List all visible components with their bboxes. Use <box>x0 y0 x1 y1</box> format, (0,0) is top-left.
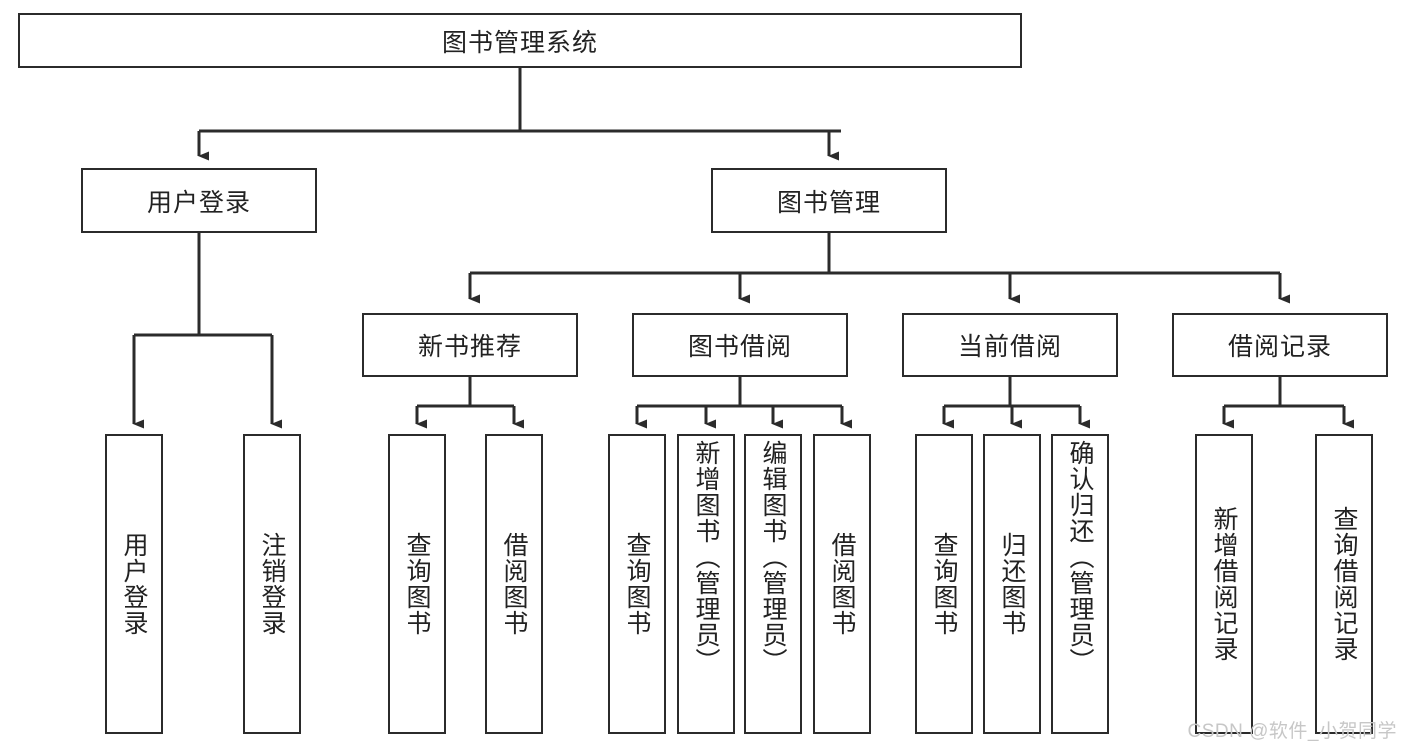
node-label: 查询借阅记录 <box>1330 506 1358 662</box>
leaf-book-borrow-edit-book-admin[interactable]: 编辑图书（管理员） <box>744 434 802 734</box>
leaf-current-borrow-confirm-return-admin[interactable]: 确认归还（管理员） <box>1051 434 1109 734</box>
leaf-borrow-record-add-record[interactable]: 新增借阅记录 <box>1195 434 1253 734</box>
leaf-book-borrow-add-book-admin[interactable]: 新增图书（管理员） <box>677 434 735 734</box>
leaf-current-borrow-return-book[interactable]: 归还图书 <box>983 434 1041 734</box>
node-label: 查询图书 <box>403 532 431 636</box>
node-label: 注销登录 <box>258 532 286 636</box>
csdn-watermark: CSDN @软件_小贺同学 <box>1187 721 1397 742</box>
node-label: 用户登录 <box>146 188 251 217</box>
node-current-borrow[interactable]: 当前借阅 <box>902 313 1118 377</box>
node-label: 借阅图书 <box>500 532 528 636</box>
node-label: 确认归还（管理员） <box>1066 440 1094 674</box>
leaf-current-borrow-query-book[interactable]: 查询图书 <box>915 434 973 734</box>
leaf-borrow-record-query-record[interactable]: 查询借阅记录 <box>1315 434 1373 734</box>
leaf-book-borrow-borrow-book[interactable]: 借阅图书 <box>813 434 871 734</box>
node-borrow-record[interactable]: 借阅记录 <box>1172 313 1388 377</box>
leaf-user-login-logout[interactable]: 注销登录 <box>243 434 301 734</box>
node-label: 图书管理系统 <box>441 28 598 57</box>
leaf-user-login-login[interactable]: 用户登录 <box>105 434 163 734</box>
node-label: 新书推荐 <box>417 333 522 361</box>
node-book-borrow[interactable]: 图书借阅 <box>632 313 848 377</box>
node-label: 当前借阅 <box>957 333 1062 361</box>
leaf-book-borrow-query-book[interactable]: 查询图书 <box>608 434 666 734</box>
node-new-book-recommend[interactable]: 新书推荐 <box>362 313 578 377</box>
node-label: 借阅图书 <box>828 532 856 636</box>
node-user-login[interactable]: 用户登录 <box>81 168 317 233</box>
node-label: 归还图书 <box>998 532 1026 636</box>
node-label: 图书借阅 <box>687 333 792 361</box>
node-label: 查询图书 <box>930 532 958 636</box>
node-label: 新增借阅记录 <box>1210 506 1238 662</box>
node-label: 图书管理 <box>776 188 881 217</box>
node-book-management[interactable]: 图书管理 <box>711 168 947 233</box>
leaf-new-book-query-book[interactable]: 查询图书 <box>388 434 446 734</box>
leaf-new-book-borrow-book[interactable]: 借阅图书 <box>485 434 543 734</box>
node-label: 新增图书（管理员） <box>692 440 720 674</box>
node-label: 编辑图书（管理员） <box>759 440 787 674</box>
node-label: 借阅记录 <box>1227 333 1332 361</box>
node-label: 用户登录 <box>120 532 148 636</box>
node-label: 查询图书 <box>623 532 651 636</box>
node-root-book-management-system[interactable]: 图书管理系统 <box>18 13 1022 68</box>
